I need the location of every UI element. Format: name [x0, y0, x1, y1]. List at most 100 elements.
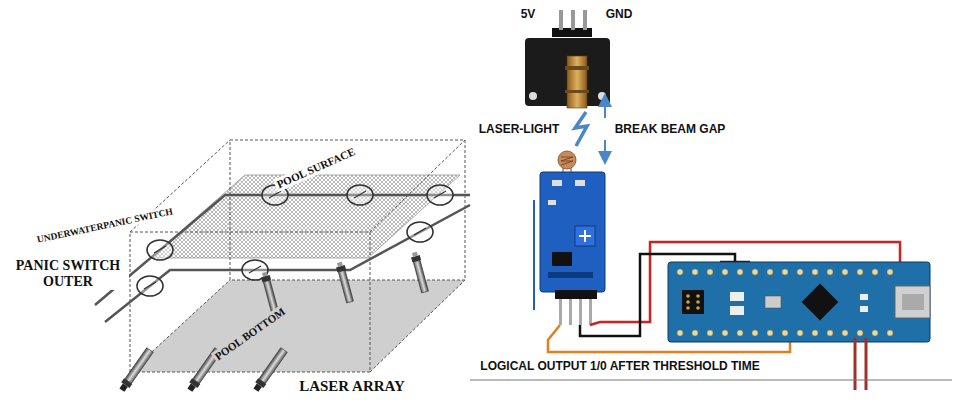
arduino-nano: [872, 330, 878, 336]
pool-surface-mesh: [150, 175, 460, 258]
arduino-nano: [895, 286, 930, 318]
laser-module: [559, 10, 563, 30]
arduino-nano: [677, 269, 893, 336]
signal-label: BREAK BEAM GAP: [613, 123, 728, 137]
ldr-sensor-module: [561, 157, 573, 165]
laser-pointer: [261, 275, 271, 282]
laser-module: [565, 90, 589, 93]
arduino-nano: [696, 300, 700, 304]
pool-box-outline: [370, 140, 465, 232]
ldr-sensor-module: [579, 230, 591, 242]
ldr-sensor-module: [555, 290, 597, 299]
laser-array: [259, 348, 287, 384]
panic-switch-symbol: [147, 240, 173, 260]
arduino-nano: [737, 269, 743, 275]
laser-module: [598, 92, 606, 100]
laser-module: [565, 66, 589, 70]
arduino-nano: [730, 306, 744, 315]
arduino-nano: [730, 292, 744, 301]
arduino-nano: [860, 294, 868, 300]
arduino-nano: [802, 284, 839, 321]
arduino-nano: [827, 269, 833, 275]
ldr-sensor-module: [540, 172, 605, 292]
arduino-nano: [827, 330, 833, 336]
arduino-nano: [842, 269, 848, 275]
switch-lever: [414, 228, 426, 235]
switch-lever: [154, 246, 166, 253]
arduino-nano: [677, 269, 683, 275]
laser-pointer: [411, 255, 421, 262]
laser-beam: [575, 112, 587, 146]
arduino-nano: [686, 306, 690, 310]
ldr-sensor-module: [575, 180, 585, 186]
laser-pointer: [335, 261, 354, 303]
baseline: [470, 379, 952, 380]
laser-module: [529, 92, 537, 100]
laser-array: [253, 384, 261, 392]
ldr-sensor-module: [575, 226, 595, 246]
signal-label: LASER-LIGHT: [477, 123, 562, 137]
laser-beam: [575, 112, 587, 146]
arduino-nano: [722, 269, 728, 275]
panic-switch-symbol: [427, 185, 453, 205]
output-lead: [855, 338, 866, 390]
pin-label: 5V: [519, 8, 538, 22]
pool-box-outline: [230, 140, 465, 280]
part-label: LASER ARRAY: [297, 378, 407, 395]
arduino-nano: [668, 262, 930, 342]
laser-pointer: [260, 251, 429, 313]
pool-floor: [130, 280, 465, 372]
ldr-sensor-module: [552, 252, 572, 266]
note-label: LOGICAL OUTPUT 1/0 AFTER THRESHOLD TIME: [478, 360, 761, 374]
arduino-nano: [752, 330, 758, 336]
laser-array: [187, 384, 195, 392]
laser-pointer: [338, 270, 353, 303]
laser-module: [583, 10, 587, 30]
laser-module: [567, 56, 587, 108]
ldr-sensor-module: [558, 151, 576, 169]
baseline: [470, 380, 952, 381]
laser-module: [571, 10, 575, 30]
arduino-nano: [860, 306, 868, 312]
arduino-nano: [686, 294, 690, 298]
switch-lever: [269, 191, 281, 198]
arduino-nano: [887, 269, 893, 275]
ldr-sensor-module: [569, 299, 572, 325]
pool-box-outline: [370, 280, 465, 372]
pool-surface-mesh: [150, 175, 460, 258]
switch-lever: [249, 266, 261, 273]
switch-lever: [354, 191, 366, 198]
panic-switch-symbol: [347, 185, 373, 205]
arduino-nano: [692, 269, 698, 275]
panic-switch-symbol: [137, 185, 453, 296]
arduino-nano: [767, 269, 773, 275]
ldr-sensor-module: [534, 151, 605, 325]
switch-lever: [434, 191, 446, 198]
arduino-nano: [782, 269, 788, 275]
pool-floor: [130, 280, 465, 372]
laser-pointer: [336, 265, 346, 272]
ldr-sensor-module: [548, 200, 556, 205]
laser-array: [125, 348, 153, 384]
pool-box-outline: [130, 232, 370, 372]
ldr-sensor-module: [589, 299, 592, 325]
ldr-sensor-module: [552, 180, 562, 186]
arduino-nano: [692, 330, 698, 336]
laser-module: [525, 10, 610, 108]
panic-switch-symbol: [137, 276, 163, 296]
arduino-nano: [677, 330, 683, 336]
gap-arrow: [604, 100, 606, 118]
arduino-nano: [857, 269, 863, 275]
panic-switch-symbol: [407, 222, 433, 242]
laser-pointer: [413, 260, 428, 293]
laser-pointer: [410, 251, 429, 293]
arduino-nano: [797, 269, 803, 275]
arduino-nano: [696, 306, 700, 310]
output-lead: [865, 338, 868, 390]
arduino-nano: [887, 330, 893, 336]
arduino-nano: [707, 269, 713, 275]
ldr-sensor-module: [559, 299, 562, 325]
arduino-nano: [765, 296, 781, 308]
